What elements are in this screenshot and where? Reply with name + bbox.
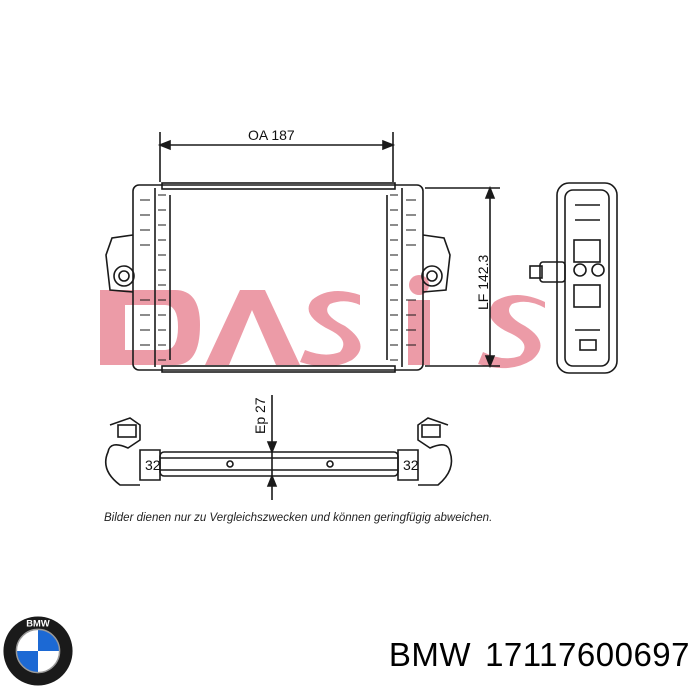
radiator-front-view (105, 182, 451, 373)
part-line: BMW 17117600697 (389, 636, 690, 674)
bmw-logo: BMW (3, 616, 73, 686)
brand-row: BMW BMW 17117600697 (0, 612, 700, 692)
disclaimer-text: Bilder dienen nur zu Vergleichszwecken u… (104, 512, 493, 524)
brand-name: BMW (388, 636, 472, 673)
side-mark-left: 32 (145, 457, 161, 473)
side-mark-right: 32 (403, 457, 419, 473)
radiator-top-view (104, 395, 453, 500)
part-number: 17117600697 (485, 636, 690, 673)
width-label: OA 187 (248, 127, 295, 143)
radiator-side-view (529, 182, 618, 374)
height-dimension (425, 185, 500, 369)
oasis-watermark (100, 275, 545, 369)
width-dimension (157, 132, 396, 182)
bmw-logo-letters: BMW (26, 619, 50, 629)
depth-label: Ep 27 (252, 397, 268, 434)
height-label: LF 142.3 (475, 255, 491, 310)
